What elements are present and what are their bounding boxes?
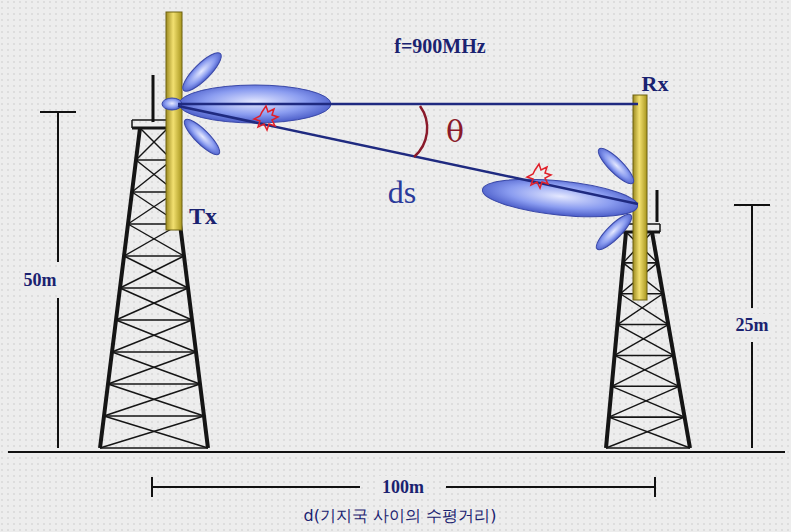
lattice-strut bbox=[104, 384, 200, 416]
horizontal-path bbox=[178, 103, 638, 106]
mast bbox=[656, 190, 659, 222]
tx-antenna-pole bbox=[166, 12, 182, 230]
ground-line bbox=[8, 451, 785, 453]
distance-caption: d(기지국 사이의 수평거리) bbox=[304, 508, 497, 524]
lattice-strut bbox=[606, 417, 685, 448]
height-dimension: 25m bbox=[733, 314, 772, 336]
lattice-strut bbox=[100, 416, 204, 448]
lattice-strut bbox=[112, 320, 192, 352]
angle-label: θ bbox=[446, 117, 464, 147]
lattice-strut bbox=[120, 287, 188, 289]
lattice-strut bbox=[606, 232, 626, 448]
dimension-lines bbox=[40, 112, 770, 497]
lattice-strut bbox=[606, 447, 690, 449]
lattice-strut bbox=[116, 319, 192, 321]
lattice-strut bbox=[131, 120, 133, 128]
lattice-strut bbox=[659, 224, 661, 232]
distance-dimension: 100m bbox=[379, 476, 427, 498]
height-dimension: 50m bbox=[21, 269, 60, 291]
lattice-strut bbox=[609, 416, 685, 418]
rx-antenna-pole bbox=[633, 95, 647, 300]
lattice-strut bbox=[124, 256, 188, 288]
lattice-strut bbox=[116, 320, 196, 352]
receiver-label: Rx bbox=[642, 73, 669, 95]
lattice-strut bbox=[612, 385, 679, 387]
lattice-strut bbox=[120, 256, 184, 288]
lattice-towers bbox=[100, 120, 690, 448]
lattice-strut bbox=[108, 383, 200, 385]
lattice-strut bbox=[612, 386, 685, 417]
lattice-strut bbox=[100, 447, 208, 449]
distance-label: ds bbox=[388, 176, 416, 208]
lattice-strut bbox=[136, 128, 168, 160]
lattice-strut bbox=[615, 355, 674, 357]
lattice-strut bbox=[104, 416, 208, 448]
lattice-strut bbox=[124, 255, 184, 257]
lattice-strut bbox=[104, 415, 204, 417]
lattice-strut bbox=[617, 325, 673, 356]
lattice-strut bbox=[116, 288, 188, 320]
lattice-strut bbox=[108, 352, 196, 384]
lattice-strut bbox=[615, 355, 680, 386]
lattice-strut bbox=[112, 352, 200, 384]
lattice-strut bbox=[120, 288, 192, 320]
lattice-strut bbox=[652, 232, 690, 448]
lattice-strut bbox=[612, 355, 674, 386]
lattice-strut bbox=[108, 384, 204, 416]
lattice-strut bbox=[615, 325, 669, 356]
angle-arc bbox=[414, 106, 427, 157]
lattice-strut bbox=[609, 417, 690, 448]
frequency-label: f=900MHz bbox=[394, 36, 485, 56]
mast bbox=[152, 75, 155, 122]
lattice-strut bbox=[617, 324, 668, 326]
lattice-strut bbox=[112, 351, 196, 353]
lattice-strut bbox=[609, 386, 679, 417]
transmitter-label: Tx bbox=[189, 204, 217, 228]
